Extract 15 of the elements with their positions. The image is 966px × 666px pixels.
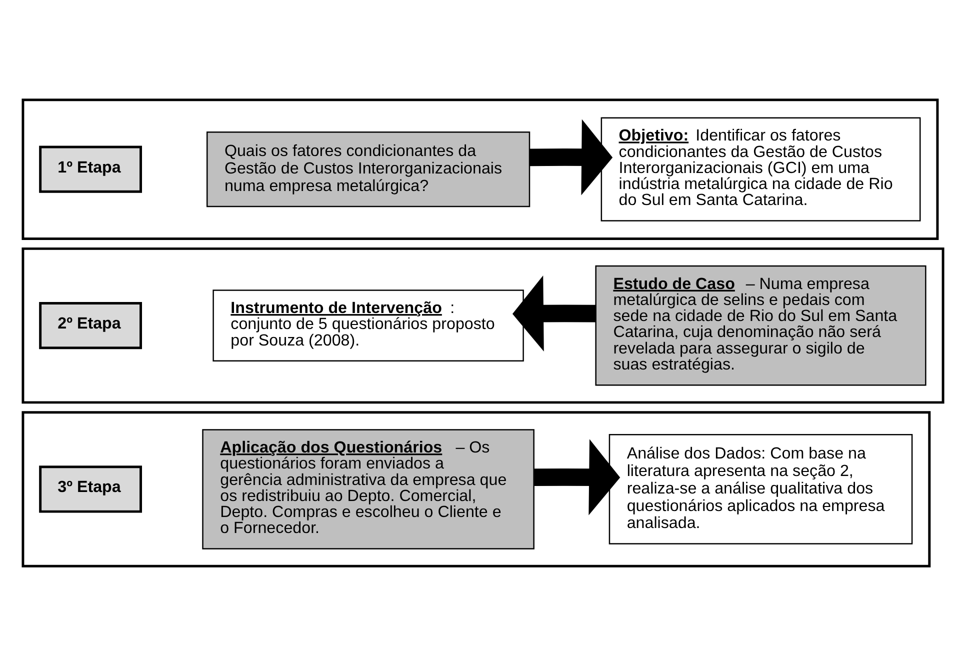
cluster <box>22 247 944 404</box>
node-box: Estudo de Caso – Numa empresa metalúrgica de selins e pedais com sede na cidade de Rio do Sul em Santa Catarina, cuja denominação não será revelada para assegurar o sigilo de suas estratégias. <box>595 265 926 386</box>
node-box: Instrumento de Intervenção: conjunto de 5 questionários proposto por Souza (2008). <box>212 290 524 362</box>
node-box: Objetivo: Identificar os fatores condicionantes da Gestão de Custos Interorganizacionais (GCI) em uma indústria metalúrgica na cidade de Rio do Sul em Santa Catarina. <box>600 117 921 222</box>
node-box: Quais os fatores condicionantes da Gestão de Custos Interorganizacionais numa empresa metalúrgica? <box>206 132 530 208</box>
cluster <box>22 411 931 568</box>
cluster <box>22 98 939 240</box>
node-box: 2º Etapa <box>39 302 142 350</box>
arrow <box>534 439 620 516</box>
node-box: 1º Etapa <box>39 146 142 193</box>
arrow <box>530 119 613 196</box>
arrow <box>512 276 596 352</box>
node-box: 3º Etapa <box>39 466 142 513</box>
node-box: Análise dos Dados: Com base na literatura apresenta na seção 2, realiza-se a análise qualitativa dos questionários aplicados na empresa analisada. <box>608 434 913 544</box>
node-box: Aplicação dos Questionários – Os questionários foram enviados a gerência administrativa da empresa que os redistribuiu ao Depto. Comercial, Depto. Compras e escolheu o Cliente e o Fornecedor. <box>202 429 534 550</box>
